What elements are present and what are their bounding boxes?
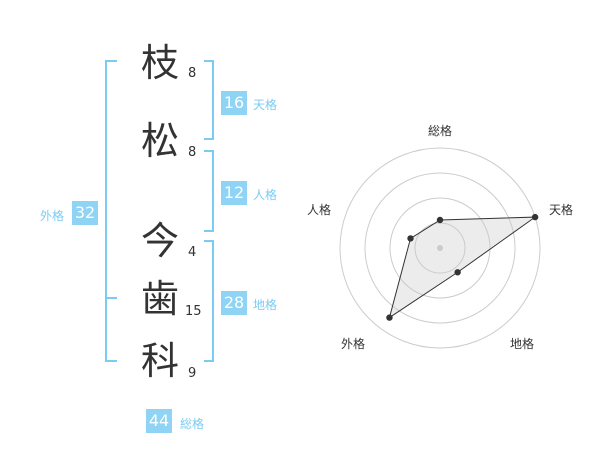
- radar-label-soukaku: 総格: [428, 124, 453, 138]
- radar-ring-2: [364, 172, 516, 324]
- radar-point-5: [407, 235, 414, 242]
- radar-label-chikaku: 地格: [510, 337, 535, 351]
- stroke-count-1: 8: [188, 66, 197, 81]
- stroke-count-3: 4: [188, 245, 197, 260]
- name-char-2: 松: [141, 119, 180, 163]
- stroke-count-2: 8: [188, 145, 197, 160]
- radar-label-gaikaku: 外格: [341, 337, 366, 351]
- name-char-5: 科: [141, 339, 180, 383]
- name-char-1: 枝: [141, 41, 180, 85]
- chikaku-value: 28: [221, 291, 247, 315]
- radar-point-3: [454, 269, 461, 276]
- radar-label-tenkaku: 天格: [549, 203, 574, 217]
- tenkaku-label: 天格: [253, 98, 278, 112]
- tenkaku-bracket: [204, 60, 214, 140]
- radar-point-2: [531, 213, 539, 221]
- radar-point-1: [436, 216, 444, 224]
- jinkaku-label: 人格: [253, 188, 278, 202]
- radar-ring-3: [389, 197, 491, 299]
- gaikaku-value: 32: [72, 201, 98, 225]
- radar-ring-1: [339, 147, 541, 349]
- name-char-4: 歯: [141, 277, 180, 321]
- jinkaku-bracket: [204, 150, 214, 232]
- radar-label-jinkaku: 人格: [307, 203, 332, 217]
- chikaku-bracket: [204, 240, 214, 362]
- radar-center-dot: [437, 245, 443, 251]
- stroke-count-5: 9: [188, 366, 197, 381]
- chikaku-label: 地格: [253, 298, 278, 312]
- gaikaku-label: 外格: [40, 209, 65, 223]
- name-char-3: 今: [141, 219, 180, 263]
- gaikaku-bracket: [105, 60, 117, 362]
- jinkaku-value: 12: [221, 181, 247, 205]
- soukaku-label: 総格: [180, 417, 205, 431]
- gaikaku-bracket-tick: [105, 297, 117, 299]
- soukaku-value: 44: [146, 409, 172, 433]
- radar-polygon: [388, 216, 537, 319]
- radar-point-4: [386, 314, 393, 321]
- stroke-count-4: 15: [185, 304, 202, 319]
- tenkaku-value: 16: [221, 91, 247, 115]
